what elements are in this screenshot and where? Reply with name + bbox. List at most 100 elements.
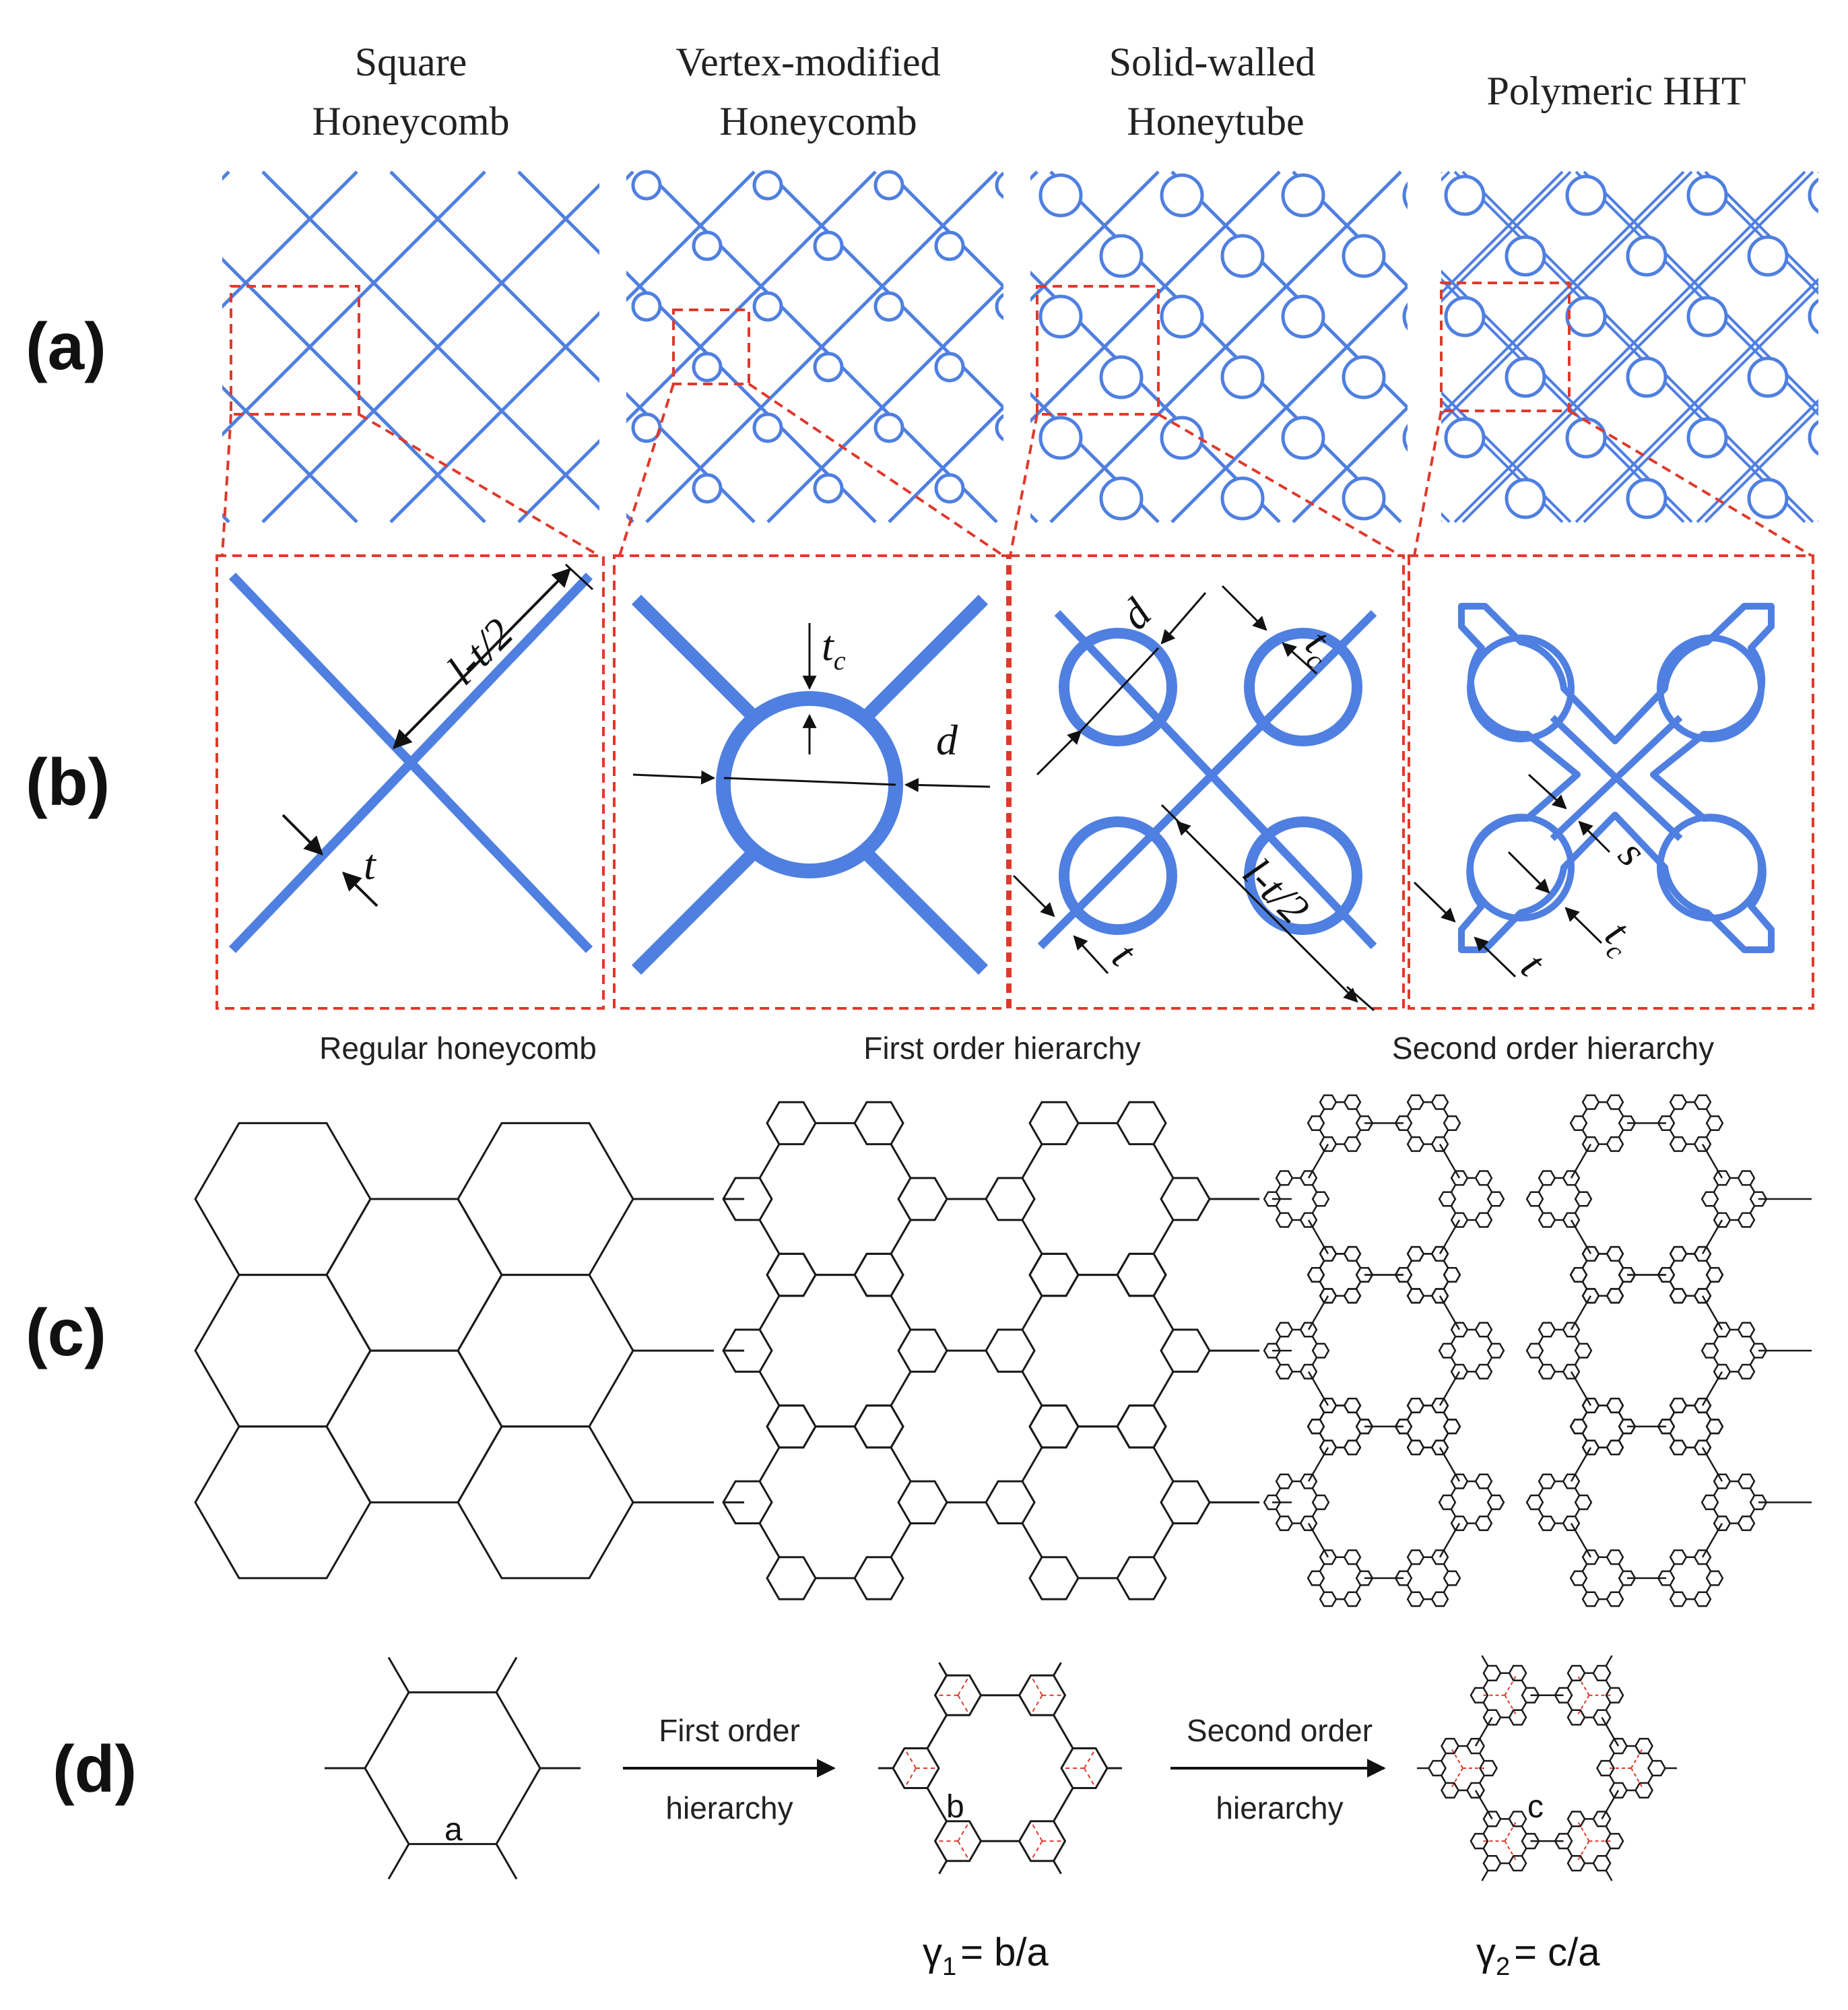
cell-wall	[890, 1143, 912, 1179]
first-order-honeycomb	[722, 1101, 1259, 1600]
lattice-node	[694, 596, 721, 623]
gamma1-formula: γ1= b/a	[923, 1931, 1049, 1981]
lattice-strut	[1704, 170, 1818, 287]
hexagon-cell	[1566, 1664, 1586, 1681]
cell-wall	[1701, 1522, 1723, 1558]
lattice-node	[1342, 234, 1386, 278]
cell-wall	[1538, 1508, 1544, 1517]
construction-line	[1084, 1751, 1095, 1769]
lattice-node	[1281, 416, 1325, 460]
cell-wall	[1275, 1336, 1282, 1344]
hexagon-cell	[1618, 1570, 1637, 1586]
hexagon-cell	[853, 1101, 904, 1146]
honeytube-unit-cell: d tc t l-t/2	[1012, 585, 1377, 1012]
lattice-node	[1628, 601, 1665, 639]
cell-wall	[1319, 1108, 1325, 1117]
construction-line	[957, 1823, 968, 1842]
second-order-honeycomb	[1263, 1094, 1812, 1607]
hexagon-cell	[1474, 1363, 1493, 1380]
cell-wall	[1319, 1412, 1325, 1421]
cell-wall	[890, 1371, 912, 1406]
lattice-node	[1565, 417, 1607, 459]
lattice-strut	[626, 170, 756, 302]
hexagon-cell	[1657, 1570, 1676, 1586]
hexagon-cell	[1581, 1439, 1600, 1456]
lattice-strut	[222, 170, 358, 309]
hexagon-cell	[1737, 1322, 1756, 1338]
lattice-strut	[888, 405, 1003, 523]
hexagon-cell	[1693, 1398, 1712, 1414]
lattice-node	[1402, 424, 1408, 452]
cell-wall	[1566, 1848, 1573, 1856]
hexagon-cell	[1581, 1288, 1600, 1304]
lattice-strut	[389, 311, 599, 523]
cell-wall	[1053, 1860, 1062, 1875]
cell-wall	[1486, 1487, 1493, 1496]
hexagon-cell	[1574, 1342, 1593, 1359]
cell-wall	[1647, 1753, 1653, 1761]
lattice-node	[1446, 540, 1484, 578]
hexagon-cell	[1486, 1191, 1505, 1207]
cell-wall	[1482, 1848, 1489, 1856]
hexagon-cell	[1438, 1191, 1457, 1207]
lattice-node	[1808, 177, 1818, 214]
cell-wall	[1319, 1130, 1325, 1138]
hexagon-cell	[1275, 1515, 1294, 1532]
lattice-strut	[517, 170, 599, 255]
hexagon-cell	[1525, 1342, 1544, 1359]
hexagon-cell	[1581, 1136, 1600, 1153]
cell-wall	[1479, 1753, 1485, 1761]
hexagon-cell	[1581, 1591, 1600, 1607]
hexagon-cell	[853, 1252, 904, 1297]
cell-wall	[1441, 1753, 1447, 1761]
lattice-strut	[1704, 407, 1818, 523]
unit-cell-box-2	[672, 309, 750, 385]
lattice-strut	[1030, 391, 1160, 523]
lattice-strut	[261, 183, 599, 523]
cell-wall	[1021, 1447, 1043, 1482]
hexagon-cell	[985, 1328, 1036, 1373]
cell-wall	[1482, 1680, 1489, 1689]
construction-line	[1504, 1840, 1517, 1862]
hexagon-cell	[1299, 1363, 1318, 1380]
lattice-node	[1444, 174, 1486, 216]
hexagon-cell	[1482, 1855, 1502, 1872]
lattice-node	[1626, 235, 1668, 277]
hexagon-cell	[1508, 1664, 1527, 1681]
hexagon-cell	[1319, 1591, 1338, 1607]
cell-wall	[1439, 1219, 1461, 1255]
unit-cell-box-4	[1440, 282, 1571, 412]
lattice-node	[995, 292, 1003, 321]
hexagon-cell	[1592, 1709, 1612, 1726]
lattice-node	[1038, 416, 1083, 460]
cell-wall	[1581, 1130, 1588, 1138]
hexagon-cell	[1592, 1855, 1612, 1872]
lattice-node	[512, 172, 539, 199]
hexagon-cell	[1538, 1363, 1556, 1380]
cell-wall	[1581, 1260, 1588, 1268]
cell-wall	[1570, 1522, 1592, 1558]
hexagon-cell	[1438, 1342, 1457, 1359]
lattice-node	[1686, 417, 1728, 459]
cell-wall	[1152, 1522, 1175, 1558]
cell-wall	[1618, 1260, 1624, 1268]
cell-wall	[1311, 1336, 1318, 1344]
hexagon-cell	[1693, 1549, 1712, 1565]
cell-wall	[1538, 1357, 1544, 1365]
lattice-strut	[626, 391, 756, 523]
cell-wall	[1443, 1584, 1449, 1593]
lattice-node	[995, 171, 1003, 199]
dim-d-label: d	[936, 716, 958, 764]
lattice-node	[512, 414, 539, 441]
cell-wall	[890, 1295, 912, 1330]
dim-tc-label-4: tc	[1592, 911, 1647, 966]
cell-wall	[1581, 1584, 1588, 1593]
lattice-node	[692, 473, 723, 504]
hexagon-cell	[1116, 1252, 1167, 1297]
construction-line	[1032, 1695, 1043, 1713]
lattice-strut	[1030, 170, 1281, 424]
unit-cell-frames	[216, 554, 1814, 1010]
cell-wall	[758, 1447, 781, 1482]
hexagon-cell	[1406, 1591, 1425, 1607]
lattice-strut	[1817, 520, 1818, 522]
